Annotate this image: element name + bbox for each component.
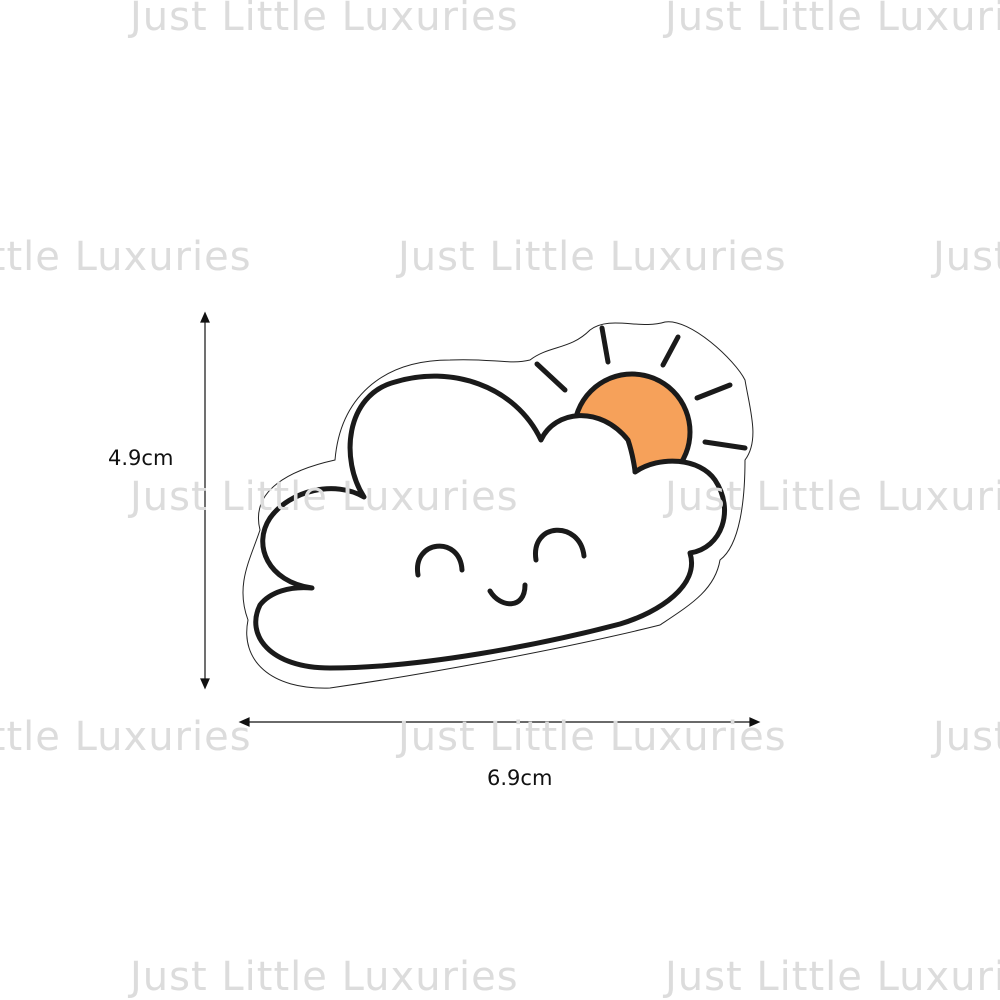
watermark: Just Little Luxuries [395, 234, 787, 280]
width-label: 6.9cm [487, 766, 553, 790]
watermark: Just Little Luxuries [662, 0, 1000, 40]
left-eye [415, 543, 465, 578]
watermark: Just Little Luxuries [930, 714, 1000, 760]
watermark: Just Little Luxuries [662, 954, 1000, 1000]
right-eye [533, 527, 587, 563]
cloud [253, 373, 727, 671]
sun-rays [534, 325, 748, 451]
height-dimension-arrow [200, 311, 210, 690]
watermark: Just Little Luxuries [127, 954, 519, 1000]
cloud-face [415, 527, 587, 607]
watermark: Just Little Luxuries [930, 234, 1000, 280]
watermark: Just Little Luxuries [0, 714, 252, 760]
watermark: Just Little Luxuries [662, 474, 1000, 520]
watermark: Just Little Luxuries [127, 0, 519, 40]
mouth [487, 582, 528, 607]
watermark: Just Little Luxuries [127, 474, 519, 520]
watermark: Just Little Luxuries [395, 714, 787, 760]
width-dimension-arrow [238, 717, 761, 727]
watermark: Just Little Luxuries [0, 234, 252, 280]
height-label: 4.9cm [108, 446, 174, 470]
